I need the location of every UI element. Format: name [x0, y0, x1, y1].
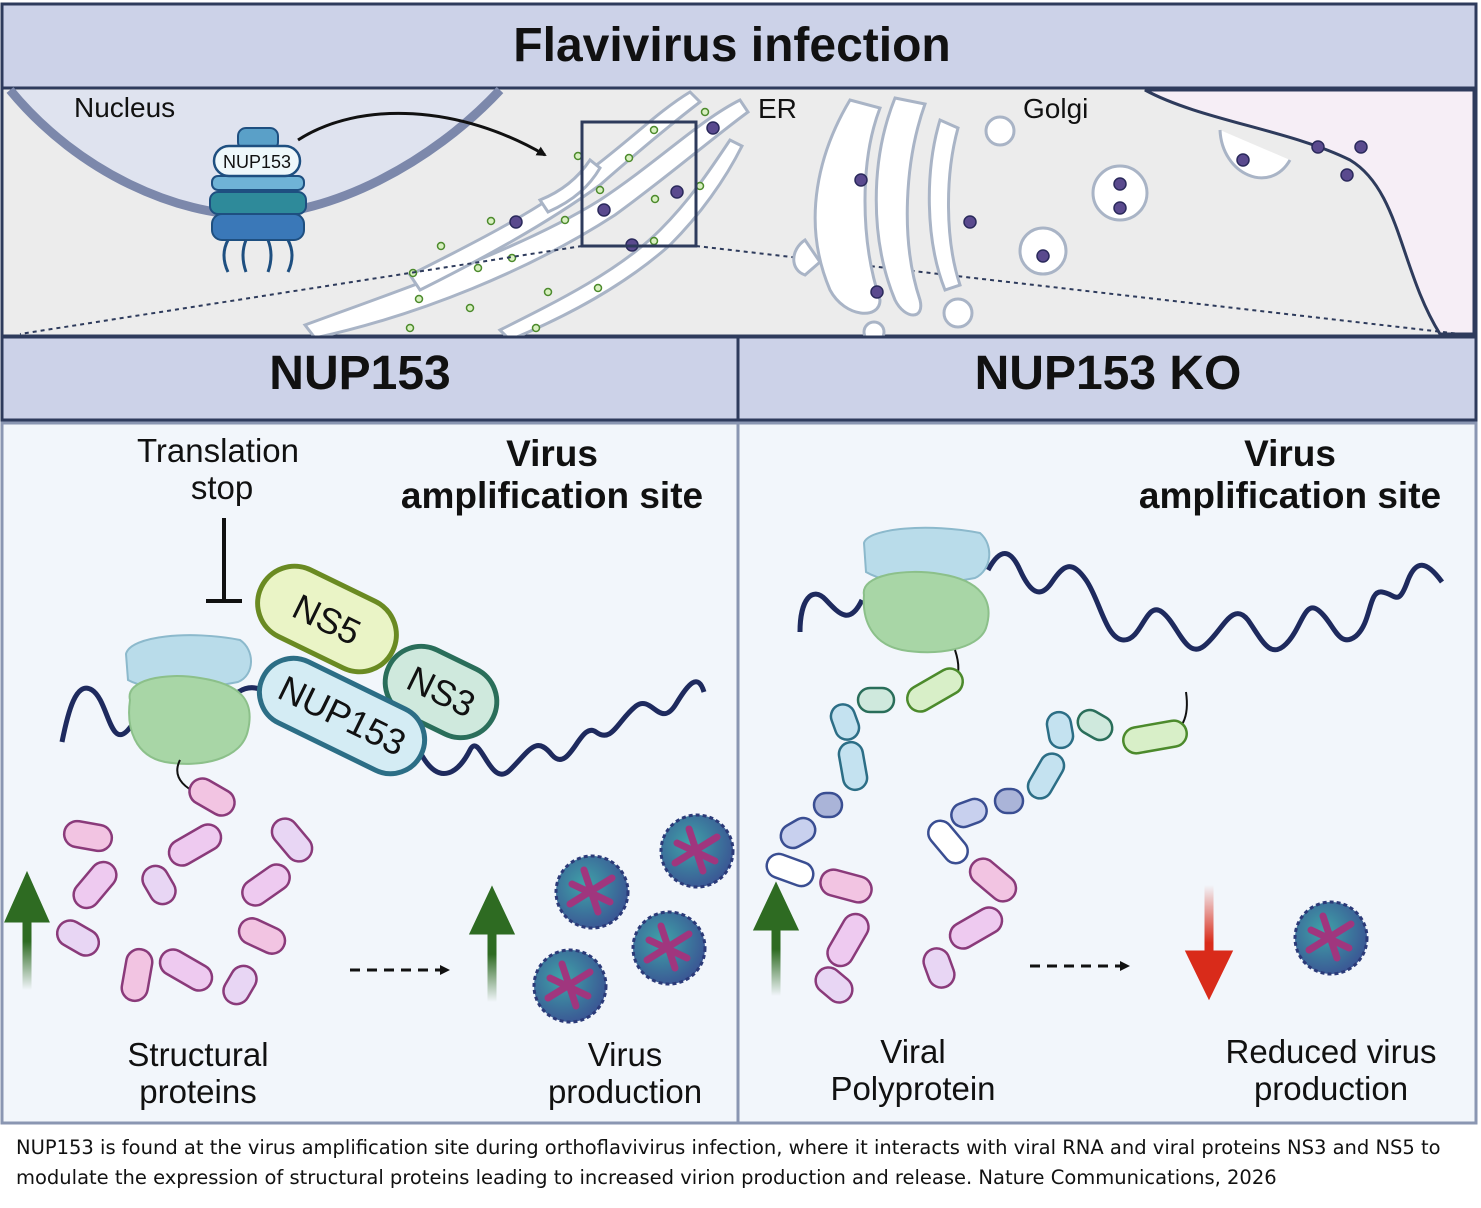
title-bar — [0, 2, 1478, 90]
virus-production-line2: production — [548, 1073, 702, 1110]
structural-up-arrow — [4, 870, 50, 990]
export-arrow — [297, 111, 547, 157]
structural-protein-chains — [55, 759, 314, 1006]
translation-stop-line2: stop — [191, 469, 253, 506]
golgi-label: Golgi — [1023, 93, 1088, 124]
reduced-production-line1: Reduced virus — [1226, 1033, 1437, 1070]
er-label: ER — [758, 93, 797, 124]
viral-polyprotein-line2: Polyprotein — [830, 1070, 995, 1107]
left-panel-title: NUP153 — [269, 347, 450, 400]
golgi-virions — [854, 140, 1368, 299]
left-header-bar — [0, 335, 740, 422]
figure: Flavivirus infection Nucleus NUP153 — [0, 2, 1478, 1125]
reduced-production-down-arrow — [1184, 885, 1234, 1001]
left-site-line1: Virus — [506, 433, 598, 474]
left-site-line2: amplification site — [401, 475, 703, 516]
polyprotein-up-arrow — [752, 881, 800, 996]
right-header-bar — [736, 335, 1478, 422]
virion-icon-right — [1293, 900, 1369, 976]
production-up-arrow — [468, 885, 516, 1002]
ribosome-left — [124, 634, 252, 765]
structural-proteins-line2: proteins — [139, 1073, 256, 1110]
structural-proteins-line1: Structural — [127, 1036, 268, 1073]
viral-polyprotein-line1: Viral — [880, 1033, 945, 1070]
er-network — [302, 90, 751, 342]
viral-rna-right — [797, 551, 1445, 653]
zoom-box — [580, 120, 698, 248]
left-panel — [0, 421, 740, 1125]
golgi-vesicles — [1018, 129, 1292, 276]
inhibition-icon — [206, 518, 242, 603]
right-panel-title: NUP153 KO — [975, 347, 1242, 400]
translation-stop-line1: Translation — [137, 432, 299, 469]
ns5-protein: NS5 — [255, 563, 399, 675]
figure-title: Flavivirus infection — [513, 19, 950, 72]
ribosome-dots — [405, 107, 710, 333]
zoom-guide-left — [19, 245, 583, 335]
nuclear-pore-icon: NUP153 — [209, 127, 307, 273]
right-site-line2: amplification site — [1139, 475, 1441, 516]
golgi-stack — [792, 96, 1016, 344]
figure-caption: NUP153 is found at the virus amplificati… — [16, 1136, 1441, 1189]
virus-production-line1: Virus — [588, 1036, 663, 1073]
cell-section: Nucleus NUP153 — [0, 86, 1478, 344]
right-site-line1: Virus — [1244, 433, 1336, 474]
extracellular-space — [1144, 88, 1476, 336]
nuclear-pore-label: NUP153 — [223, 152, 291, 172]
reduced-production-line2: production — [1254, 1070, 1408, 1107]
viral-polyprotein-chains — [765, 649, 1188, 1004]
virion-icons-left — [532, 813, 735, 1024]
ribosome-right — [862, 526, 991, 654]
nucleus-label: Nucleus — [74, 92, 175, 123]
